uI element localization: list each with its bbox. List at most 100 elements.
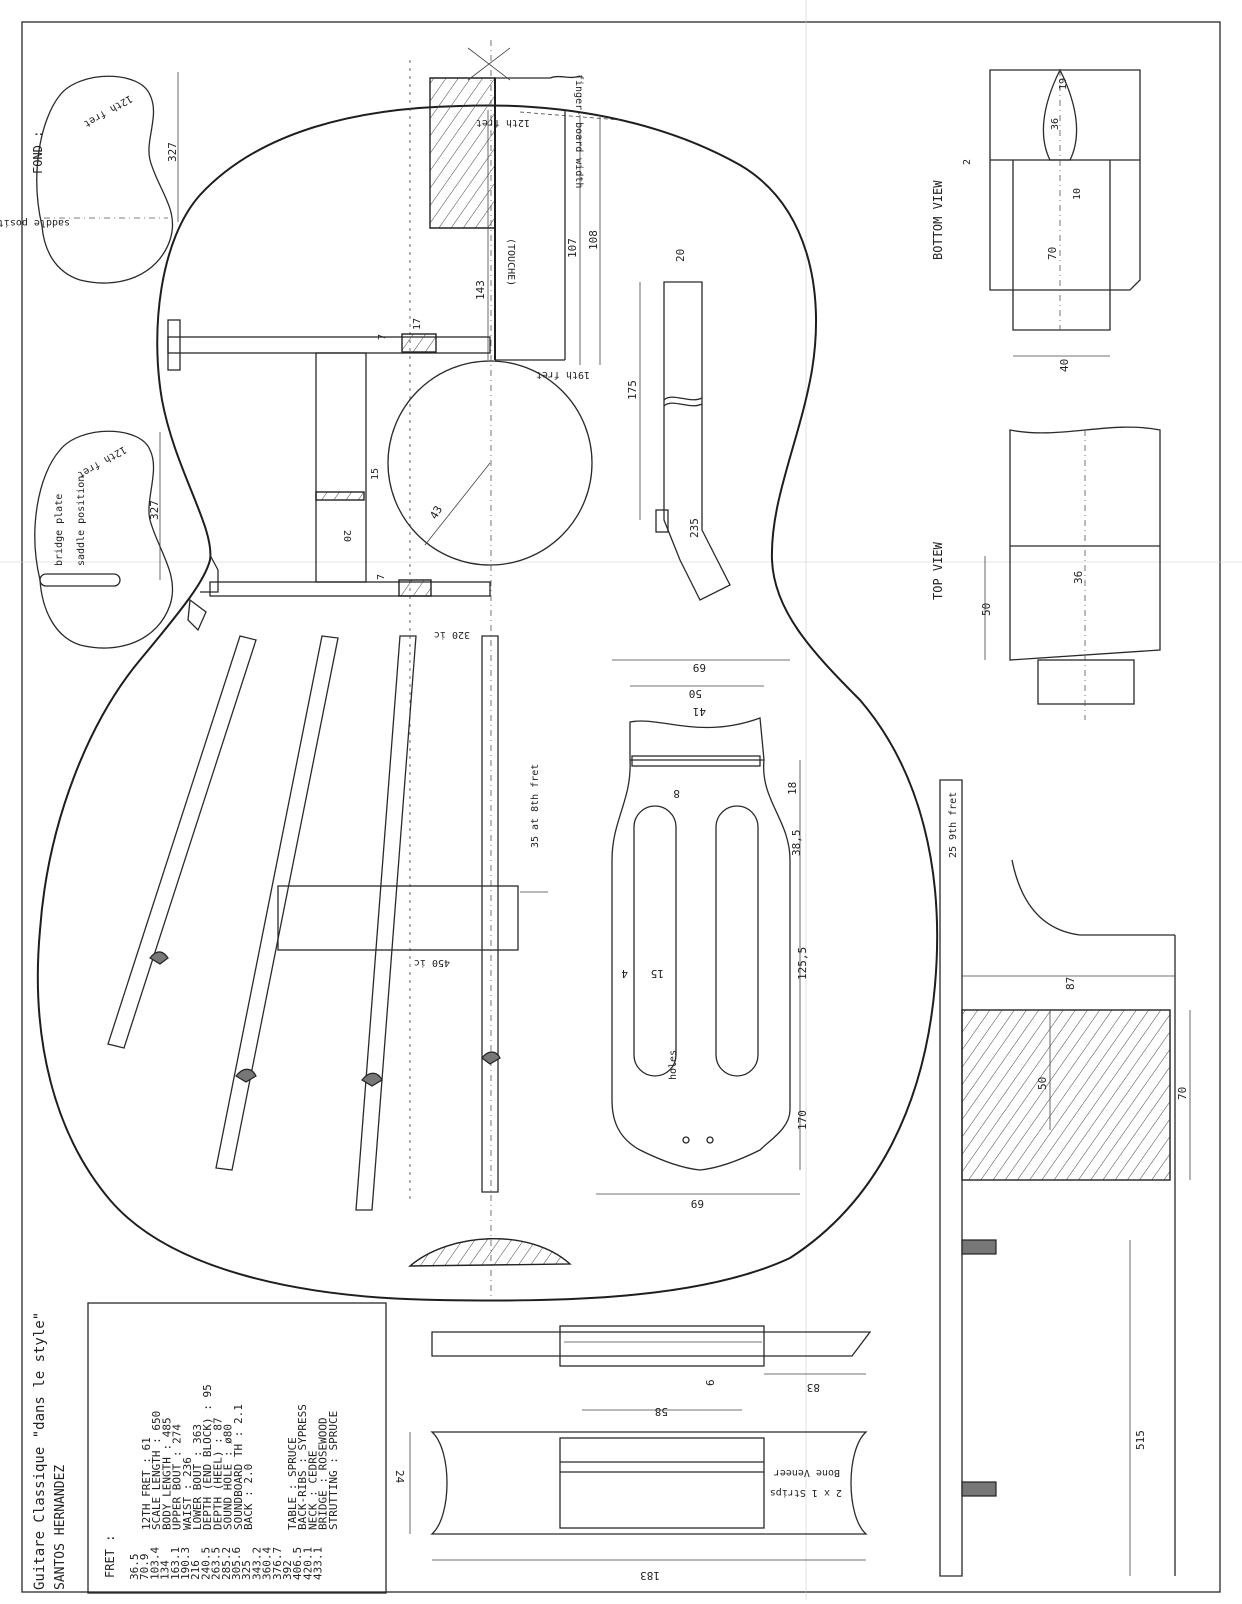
dim-24: 24 — [393, 1470, 406, 1484]
lower-bar-section — [398, 579, 432, 597]
dim-125: 125,5 — [796, 947, 809, 980]
end-pin — [961, 1481, 997, 1497]
bridge-top-view — [430, 1431, 868, 1535]
fret-header: FRET : — [103, 1535, 117, 1578]
fret-line — [519, 111, 621, 121]
fret-value: 163.1 — [169, 1547, 182, 1580]
dim-20: 20 — [341, 530, 352, 542]
fret-value: 240.5 — [199, 1547, 212, 1580]
label-strips: 2 x 1 Strips — [770, 1487, 842, 1498]
dim-183: 183 — [640, 1569, 660, 1582]
fret-value: 406.5 — [291, 1547, 304, 1580]
dim-170: 170 — [796, 1110, 809, 1130]
dim-50a: 50 — [980, 603, 993, 616]
dim-108: 108 — [587, 230, 600, 250]
label-touche: (TOUCHE) — [505, 238, 516, 286]
dim-327b: 327 — [148, 500, 161, 520]
fret-value: 190.3 — [179, 1547, 192, 1580]
fan-strut-1 — [107, 635, 257, 1049]
bridge-slot — [39, 573, 121, 587]
fret-value: 360.4 — [261, 1547, 274, 1580]
dim-4: 4 — [621, 967, 628, 980]
label-12th-fret: 12th fret — [476, 117, 530, 128]
fret-value: 216 — [189, 1560, 202, 1580]
back-outline-small — [36, 75, 174, 284]
fret-value: 392 — [281, 1560, 294, 1580]
label-320ic: 320 ic — [434, 629, 470, 640]
sheet-subtitle: SANTOS HERNANDEZ — [53, 1465, 68, 1590]
bridge-tie-block — [559, 1325, 765, 1367]
strut-profile — [481, 1051, 501, 1065]
sound-hole — [387, 360, 593, 566]
dim-143: 143 — [474, 280, 487, 300]
top-view-heel — [1037, 659, 1135, 705]
neck-break-line — [495, 75, 581, 79]
end-block — [408, 1238, 572, 1267]
label-12th-fret-small: 12th fret — [82, 92, 134, 129]
strut-profile — [361, 1072, 383, 1087]
dim-41: 41 — [693, 705, 706, 718]
headstock-outline — [611, 717, 791, 1171]
dim-19: 19 — [1058, 78, 1069, 90]
dim-17: 17 — [412, 318, 423, 330]
strut-profile — [235, 1068, 257, 1083]
heel-outline — [1012, 160, 1111, 331]
label-holes: holes — [668, 1050, 679, 1080]
bar-section — [315, 491, 365, 501]
heel-block — [429, 77, 496, 229]
dim-10: 10 — [1072, 188, 1083, 200]
dim-107: 107 — [566, 238, 579, 258]
label-35-8th: 35 at 8th fret — [530, 764, 541, 848]
dim-175: 175 — [626, 380, 639, 400]
fret-value: 305.6 — [230, 1547, 243, 1580]
spec-measurement: BODY LENGTH : 485 — [160, 1417, 173, 1530]
heel-curve — [1011, 859, 1175, 936]
spec-measurement: BACK : 2.0 — [242, 1464, 255, 1530]
break-line — [663, 402, 703, 407]
spec-measurement: LOWER BOUT : 363 — [191, 1424, 204, 1530]
fan-strut-3 — [355, 635, 417, 1211]
lower-bar-end — [200, 554, 219, 593]
label-19th-fret: 19th fret — [536, 369, 590, 380]
dim-83: 83 — [807, 1381, 820, 1394]
label-fond: FOND : — [31, 131, 45, 174]
nut — [631, 755, 761, 767]
dim-2: 2 — [962, 159, 973, 165]
hole — [682, 1136, 690, 1144]
label-bottom-view: BOTTOM VIEW — [931, 180, 945, 260]
spec-measurement: SOUND HOLE : ø80 — [222, 1424, 235, 1530]
label-bridge-plate: bridge plate — [54, 494, 65, 566]
label-bone-veneer: Bone Veneer — [774, 1467, 840, 1478]
spec-material: NECK : CEDRE — [306, 1451, 319, 1530]
label-9th-fret: 25 9th fret — [948, 792, 959, 858]
fret-value: 343.2 — [250, 1547, 263, 1580]
top-view-neck — [1009, 426, 1161, 661]
label-saddle-position-1: saddle position — [0, 217, 70, 228]
top-outline-small — [34, 430, 174, 649]
fret-value: 70.9 — [138, 1554, 151, 1581]
dim-50b: 50 — [689, 687, 702, 700]
spec-measurement: SOUNDBOARD TH : 2.1 — [232, 1404, 245, 1530]
upper-transverse-bar — [167, 336, 491, 354]
dim-69b: 69 — [691, 1197, 704, 1210]
centre-mark — [467, 47, 511, 81]
spec-measurement: WAIST : 236 — [181, 1457, 194, 1530]
lower-transverse-bar — [209, 581, 491, 597]
spec-measurement: DEPTH (HEEL) : 87 — [211, 1417, 224, 1530]
dim-15: 15 — [370, 468, 381, 480]
spec-material: BACK-RIBS : SYPRESS — [296, 1404, 309, 1530]
dim-50c: 50 — [1036, 1077, 1049, 1090]
spec-measurement: SCALE LENGTH : 650 — [150, 1411, 163, 1530]
dim-70b: 70 — [1176, 1087, 1189, 1100]
heel-block-side — [961, 1009, 1171, 1181]
hole — [706, 1136, 714, 1144]
fan-struts — [107, 635, 501, 1211]
fan-strut-4 — [481, 635, 499, 1193]
dim-7a: 7 — [377, 334, 388, 340]
dim-58: 58 — [655, 1405, 668, 1418]
fret-value: 433.1 — [312, 1547, 325, 1580]
